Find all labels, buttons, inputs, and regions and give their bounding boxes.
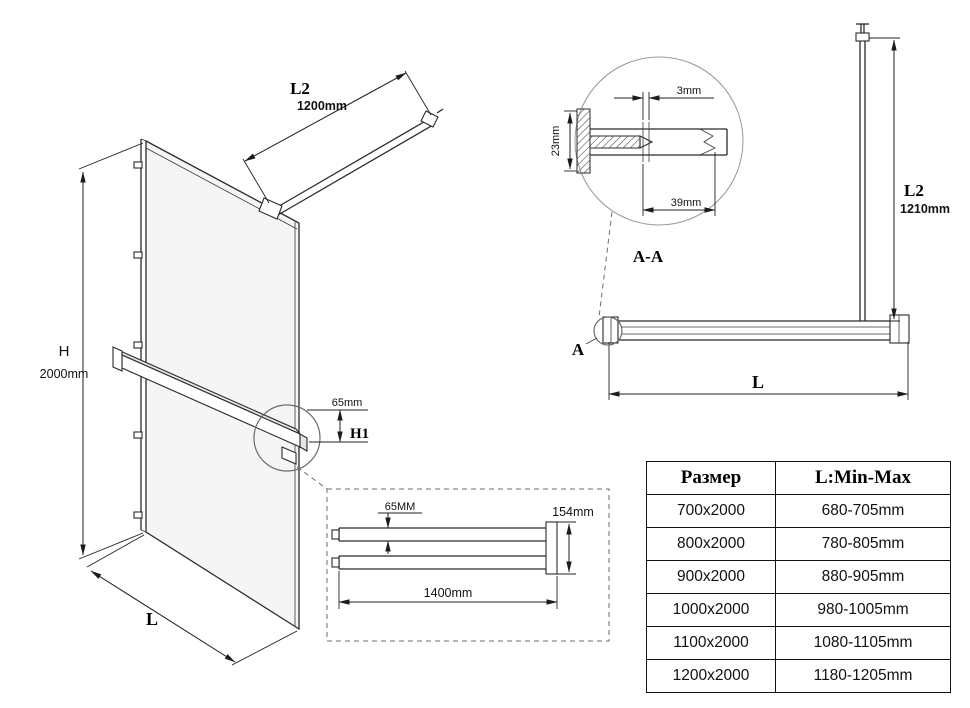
range-cell: 780-805mm bbox=[775, 527, 951, 561]
table-row: 1000x2000 980-1005mm bbox=[646, 593, 951, 627]
iso-view: H 2000mm L 65mm H1 bbox=[40, 70, 444, 666]
a-callout: A bbox=[572, 316, 623, 359]
table-row: 700x2000 680-705mm bbox=[646, 494, 951, 528]
range-column-header: L:Min-Max bbox=[775, 461, 951, 495]
range-cell: 880-905mm bbox=[775, 560, 951, 594]
l-label-top: L bbox=[752, 372, 764, 392]
l2-label: L2 bbox=[290, 79, 310, 98]
clip-profile bbox=[699, 128, 716, 156]
table-row: 1200x2000 1180-1205mm bbox=[646, 659, 951, 693]
wall-bracket-left bbox=[602, 316, 619, 344]
size-cell: 900x2000 bbox=[646, 560, 776, 594]
end-bracket-right bbox=[889, 314, 910, 344]
dim-1400mm: 1400mm bbox=[338, 571, 558, 609]
size-table: Размер L:Min-Max 700x2000 680-705mm 800x… bbox=[646, 461, 951, 693]
section-title: A-A bbox=[633, 247, 664, 266]
l-label: L bbox=[146, 609, 158, 629]
length-value: 1400mm bbox=[424, 586, 473, 600]
top-view: L2 1210mm L A bbox=[572, 23, 950, 400]
anchor-screw bbox=[589, 135, 641, 149]
depth-value: 23mm bbox=[550, 126, 562, 157]
size-table-header-row: Размер L:Min-Max bbox=[646, 461, 951, 495]
bar-detail-view: 65MM 154mm 1400mm bbox=[296, 466, 610, 642]
h1-label: H1 bbox=[350, 426, 369, 442]
dim-23mm: 23mm bbox=[550, 110, 577, 172]
dim-39mm: 39mm bbox=[642, 152, 716, 216]
range-cell: 980-1005mm bbox=[775, 593, 951, 627]
l2-label-top: L2 bbox=[904, 181, 924, 200]
table-row: 900x2000 880-905mm bbox=[646, 560, 951, 594]
detail-callout-circle bbox=[253, 404, 321, 472]
h-value: 2000mm bbox=[40, 367, 89, 381]
l-dimension: L bbox=[86, 534, 298, 666]
dim-3mm: 3mm bbox=[614, 85, 714, 120]
size-cell: 700x2000 bbox=[646, 494, 776, 528]
gap-value: 3mm bbox=[677, 85, 701, 97]
size-cell: 1200x2000 bbox=[646, 659, 776, 693]
range-cell: 1180-1205mm bbox=[775, 659, 951, 693]
size-cell: 1000x2000 bbox=[646, 593, 776, 627]
wall-section bbox=[576, 108, 591, 174]
a-label: A bbox=[572, 340, 585, 359]
range-cell: 1080-1105mm bbox=[775, 626, 951, 660]
support-bar bbox=[112, 346, 308, 465]
l2-rod: L2 1200mm bbox=[242, 70, 444, 220]
table-row: 800x2000 780-805mm bbox=[646, 527, 951, 561]
l-dimension-top: L bbox=[608, 342, 909, 400]
dim-65mm: 65MM bbox=[378, 501, 422, 554]
height-value: 154mm bbox=[552, 505, 594, 519]
h-dimension: H 2000mm bbox=[40, 142, 144, 560]
l2-value: 1200mm bbox=[297, 99, 347, 113]
bar-height-value: 65mm bbox=[332, 397, 363, 409]
l2-dimension-top: L2 1210mm bbox=[869, 37, 950, 322]
end-bracket bbox=[545, 521, 558, 575]
glass-panel bbox=[145, 139, 300, 631]
table-row: 1100x2000 1080-1105mm bbox=[646, 626, 951, 660]
l2-value-top: 1210mm bbox=[900, 202, 950, 216]
section-leader bbox=[598, 211, 613, 318]
width-value: 39mm bbox=[671, 197, 702, 209]
ceiling-rod bbox=[855, 23, 870, 321]
size-cell: 1100x2000 bbox=[646, 626, 776, 660]
h1-dimension: 65mm H1 bbox=[307, 397, 369, 443]
profile-value: 65MM bbox=[385, 501, 416, 513]
size-cell: 800x2000 bbox=[646, 527, 776, 561]
detail-circle bbox=[574, 56, 744, 226]
detail-frame bbox=[326, 488, 610, 642]
detail-a-a: 3mm 23mm 39mm A-A bbox=[550, 56, 744, 318]
range-cell: 680-705mm bbox=[775, 494, 951, 528]
dim-154mm: 154mm bbox=[552, 505, 594, 575]
size-column-header: Размер bbox=[646, 461, 776, 495]
h-label: H bbox=[59, 343, 70, 360]
